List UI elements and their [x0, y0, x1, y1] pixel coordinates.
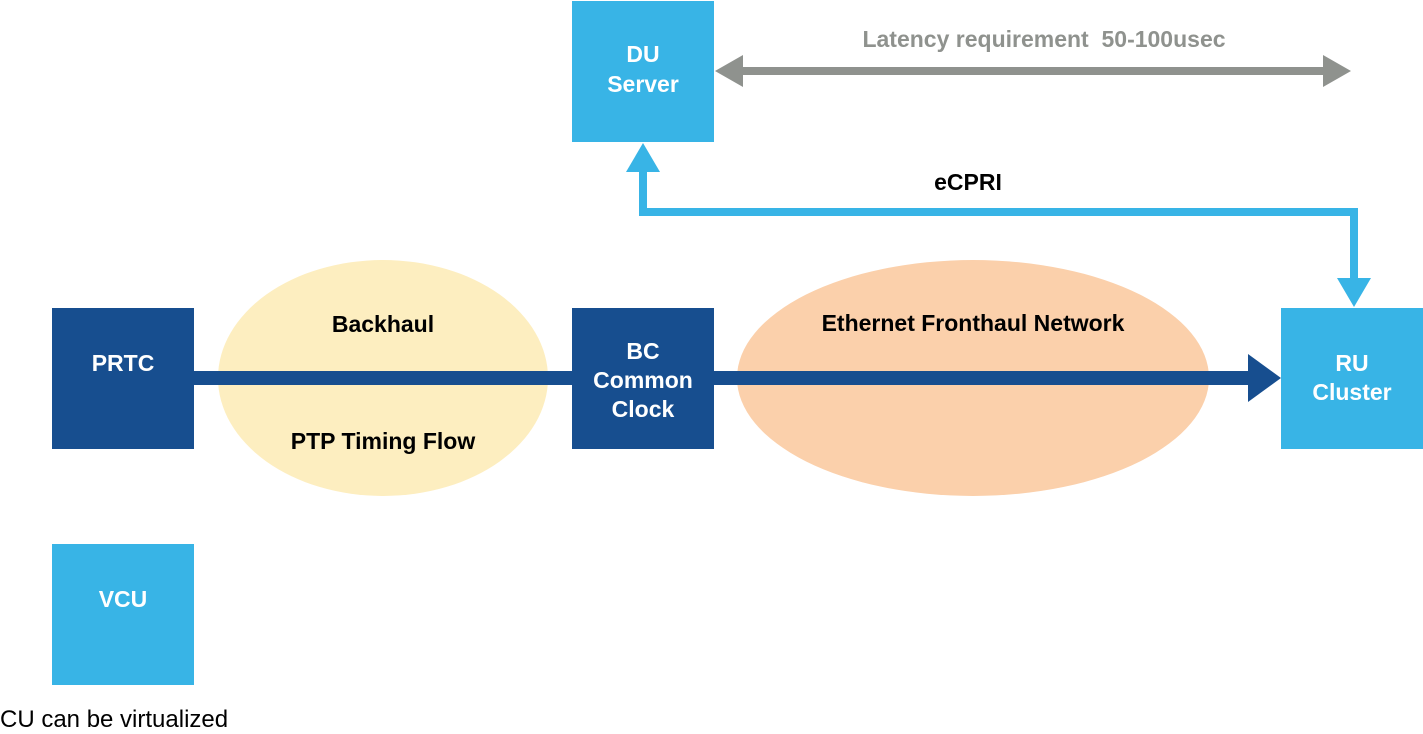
- backhaul-title: Backhaul: [332, 311, 434, 337]
- bc-clock-label-line3: Clock: [612, 396, 675, 422]
- prtc-box: [52, 308, 194, 449]
- ecpri-arrowhead-down: [1337, 278, 1371, 307]
- ptp-flow-arrowhead: [1248, 354, 1281, 402]
- prtc-label: PRTC: [92, 350, 155, 376]
- du-server-box: [572, 1, 714, 142]
- bc-clock-label-line1: BC: [626, 338, 659, 364]
- caption: CU can be virtualized: [0, 706, 229, 733]
- vcu-box: [52, 544, 194, 685]
- ecpri-label: eCPRI: [934, 169, 1002, 195]
- bc-clock-box: [572, 308, 714, 449]
- backhaul-subtitle: PTP Timing Flow: [291, 428, 476, 454]
- fronthaul-title: Ethernet Fronthaul Network: [822, 310, 1125, 336]
- vcu-label: VCU: [99, 586, 148, 612]
- du-server-label-line2: Server: [607, 71, 679, 97]
- latency-label: Latency requirement 50-100usec: [862, 26, 1225, 52]
- ru-cluster-label-line2: Cluster: [1312, 379, 1391, 405]
- ecpri-arrowhead-up: [626, 143, 660, 172]
- bc-clock-label-line2: Common: [593, 367, 693, 393]
- du-server-label-line1: DU: [626, 41, 659, 67]
- ru-cluster-box: [1281, 308, 1423, 449]
- latency-arrowhead-right: [1323, 55, 1351, 87]
- ecpri-link: [639, 170, 1358, 280]
- latency-arrowhead-left: [715, 55, 743, 87]
- ru-cluster-label-line1: RU: [1335, 350, 1368, 376]
